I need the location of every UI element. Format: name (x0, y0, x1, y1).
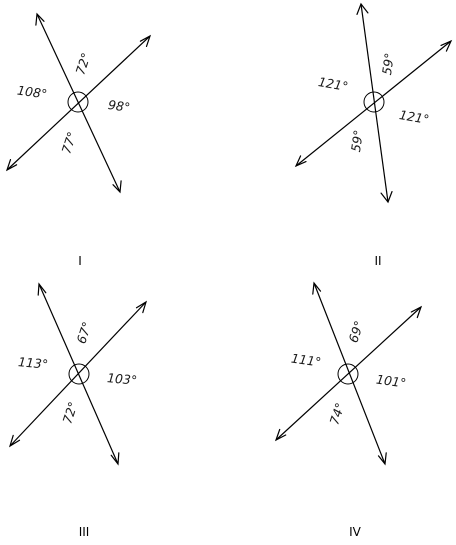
figure-2-angle-b: 121° (317, 74, 349, 94)
figure-2-line-b (295, 40, 452, 167)
figure-4-angle-a: 69° (345, 319, 366, 345)
figure-1-line-b (6, 35, 151, 171)
figure-1-arrow-a-start (35, 12, 45, 26)
figure-3-line-b (9, 301, 147, 447)
figure-4-arrow-b-end (274, 428, 287, 442)
figure-4-arrow-a-end (377, 452, 387, 466)
figure-4-angle-c: 101° (375, 371, 407, 390)
figure-2-arrow-b-start (440, 39, 453, 52)
figure-2-angle-c: 121° (398, 107, 430, 127)
figure-1-angle-c: 98° (107, 97, 131, 115)
figure-3-angle-b: 113° (17, 354, 48, 372)
figure-1-arrow-b-end (5, 159, 18, 172)
figure-1-angle-d: 77° (58, 130, 79, 156)
figure-4-arrow-a-start (312, 281, 322, 295)
figure-3-arrow-b-start (135, 300, 148, 314)
figure-4: 69° 111° 101° 74° IV (274, 281, 423, 539)
figure-2-angle-a: 59° (379, 52, 397, 76)
figure-4-angle-b: 111° (290, 350, 322, 369)
figure-1-arrow-a-end (112, 180, 122, 194)
figure-2-arrow-b-end (294, 155, 307, 168)
figure-4-caption: IV (349, 525, 362, 539)
figure-2-arrow-a-end (380, 191, 393, 204)
figure-2-angle-d: 59° (348, 129, 366, 153)
figure-3: 67° 113° 103° 72° III (8, 282, 148, 539)
figure-1-caption: I (78, 254, 82, 268)
figure-2-vertex-circle (363, 91, 385, 113)
figure-3-angle-c: 103° (106, 370, 137, 388)
figure-1-vertex-circle (67, 91, 89, 113)
figure-3-caption: III (79, 525, 90, 539)
figure-4-vertex-circle (337, 363, 359, 385)
figure-3-arrow-a-end (110, 452, 120, 466)
figure-4-line-b (275, 306, 422, 441)
figure-4-line-a (313, 282, 386, 465)
figure-2: 59° 121° 121° 59° II (294, 2, 453, 268)
figure-3-arrow-b-end (8, 434, 21, 448)
figure-1-angle-b: 108° (16, 82, 48, 101)
figure-2-caption: II (374, 254, 381, 268)
figure-3-vertex-circle (68, 363, 90, 385)
figure-3-angle-a: 67° (73, 320, 94, 346)
figure-1-arrow-b-start (139, 34, 152, 48)
figure-3-angle-d: 72° (59, 400, 80, 426)
figure-2-arrow-a-start (356, 2, 369, 15)
figure-3-arrow-a-start (37, 282, 47, 296)
figure-1-angle-a: 72° (72, 51, 93, 77)
figure-4-angle-d: 74° (326, 401, 347, 427)
figure-1: 72° 108° 98° 77° I (5, 12, 152, 268)
figure-4-arrow-b-start (410, 305, 423, 319)
